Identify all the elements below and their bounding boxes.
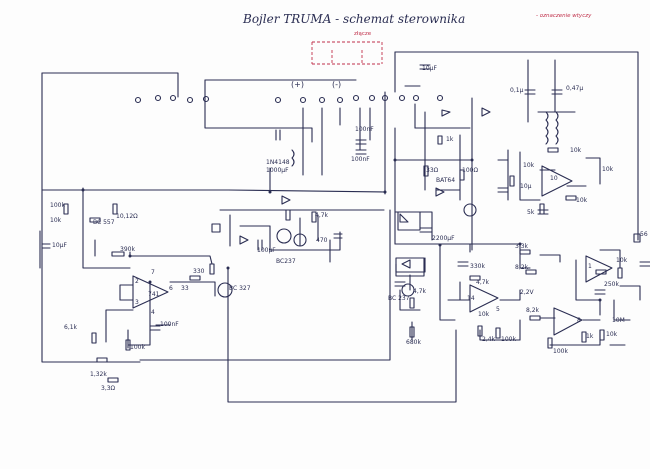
- connector-highlight: [311, 41, 383, 65]
- label-c-047u: 0,47µ: [566, 85, 584, 92]
- label-pin-7: 7: [151, 269, 155, 276]
- label-bc557: BC 557: [93, 219, 115, 226]
- label-bc237b: BC 237: [388, 295, 410, 302]
- label-c-100nf-a: 100nF: [355, 126, 374, 133]
- schematic-title: Bojler TRUMA - schemat sterownika: [243, 12, 466, 26]
- label-opamp-741: 741: [148, 291, 160, 298]
- op-amps: [132, 165, 613, 336]
- label-r-100k-a: 100k: [50, 202, 65, 209]
- label-r-100k-c: 100k: [501, 336, 516, 343]
- capacitors: [41, 64, 650, 331]
- resistors: [63, 135, 641, 383]
- label-d-1n4148: 1N4148: [266, 159, 290, 166]
- label-r-47k: 4,7k: [315, 212, 329, 219]
- label-c-100uf: 100µF: [257, 247, 276, 254]
- label-c-10u: 10µ: [520, 183, 532, 190]
- relay-2: [397, 211, 421, 231]
- label-bc237: BC237: [276, 258, 296, 265]
- label-r-47k-b: 4,7k: [476, 279, 490, 286]
- label-c-10uf-left: 10µF: [52, 242, 67, 249]
- label-r-1k: 1k: [446, 136, 454, 143]
- connector-terminals: [134, 94, 444, 104]
- label-r-330k: 330k: [470, 263, 485, 270]
- label-r-100r: 100Ω: [462, 167, 479, 174]
- label-r-56: 56: [640, 231, 648, 238]
- label-pin-8: 8: [577, 317, 581, 324]
- label-r-33: 33: [181, 285, 189, 292]
- label-r-100k-d: 100k: [553, 348, 568, 355]
- label-r-10k-b: 10k: [523, 162, 535, 169]
- label-r-10k-d: 10k: [576, 197, 588, 204]
- label-d-bat: BAT64: [436, 177, 456, 184]
- label-r-10m: 10M: [612, 317, 625, 324]
- label-r-10k-h: 10k: [478, 311, 490, 318]
- label-r-10k-a: 10k: [570, 147, 582, 154]
- label-c-2200uf: 2200µF: [432, 235, 455, 242]
- label-c-100nf-b: 100nF: [351, 156, 370, 163]
- label-r-390k: 390k: [120, 246, 135, 253]
- label-r-5k: 5k: [527, 209, 535, 216]
- label-r-10k-c: 10k: [602, 166, 614, 173]
- label-r-10-12: 10,12Ω: [116, 213, 138, 220]
- transistors: [217, 203, 477, 298]
- label-r-24k: 2,4k: [482, 336, 496, 343]
- label-c-10uf: 10µF: [422, 65, 437, 72]
- label-pin-2: 2: [135, 278, 139, 285]
- label-r-330: 330: [193, 268, 205, 275]
- label-r-8k: 8,2k: [526, 307, 540, 314]
- label-r-33k: 3,3k: [515, 243, 529, 250]
- label-pin-10: 10: [550, 175, 558, 182]
- label-pin-1: 1: [588, 263, 592, 270]
- coils: [291, 111, 559, 167]
- label-c-1000uf: 1000µF: [266, 167, 289, 174]
- label-r-3k: 3,3Ω: [101, 385, 116, 392]
- label-pin-3: 3: [135, 299, 139, 306]
- label-pin-6: 6: [169, 285, 173, 292]
- label-pin-4: 4: [151, 309, 155, 316]
- diodes: [239, 107, 491, 269]
- junction-dots: [81, 158, 602, 302]
- label-c-2v: 2,2V: [520, 289, 534, 296]
- label-r-10k-e: 10k: [606, 331, 618, 338]
- label-r-250: 250k: [604, 281, 619, 288]
- label-c-01u: 0,1µ: [510, 87, 524, 94]
- label-r-10k-f: 10k: [616, 257, 628, 264]
- label-r-1k-b: 1k: [586, 333, 594, 340]
- connector-label: złącze: [354, 31, 372, 37]
- minus-terminal-label: (-): [332, 80, 342, 89]
- plus-terminal-label: (+): [291, 80, 304, 89]
- label-c-100nf-d: 100nF: [160, 321, 179, 328]
- label-r-61k: 6,1k: [64, 324, 78, 331]
- label-r-4k7: 4,7k: [413, 288, 427, 295]
- label-r-132k: 1,32k: [90, 371, 107, 378]
- label-c-470: 470: [316, 237, 328, 244]
- label-r-82k: 8,2k: [515, 264, 529, 271]
- legend-note: - oznaczenie wtyczy: [536, 13, 592, 19]
- label-pin-5: 5: [496, 306, 500, 313]
- label-r-680: 680k: [406, 339, 421, 346]
- label-bc327: BC 327: [229, 285, 251, 292]
- label-n-10k: 10k: [50, 217, 62, 224]
- label-r-330b: 33Ω: [426, 167, 439, 174]
- relay: [395, 257, 425, 277]
- label-r-100k-b: 100k: [130, 344, 145, 351]
- label-pin-14: 14: [467, 295, 475, 302]
